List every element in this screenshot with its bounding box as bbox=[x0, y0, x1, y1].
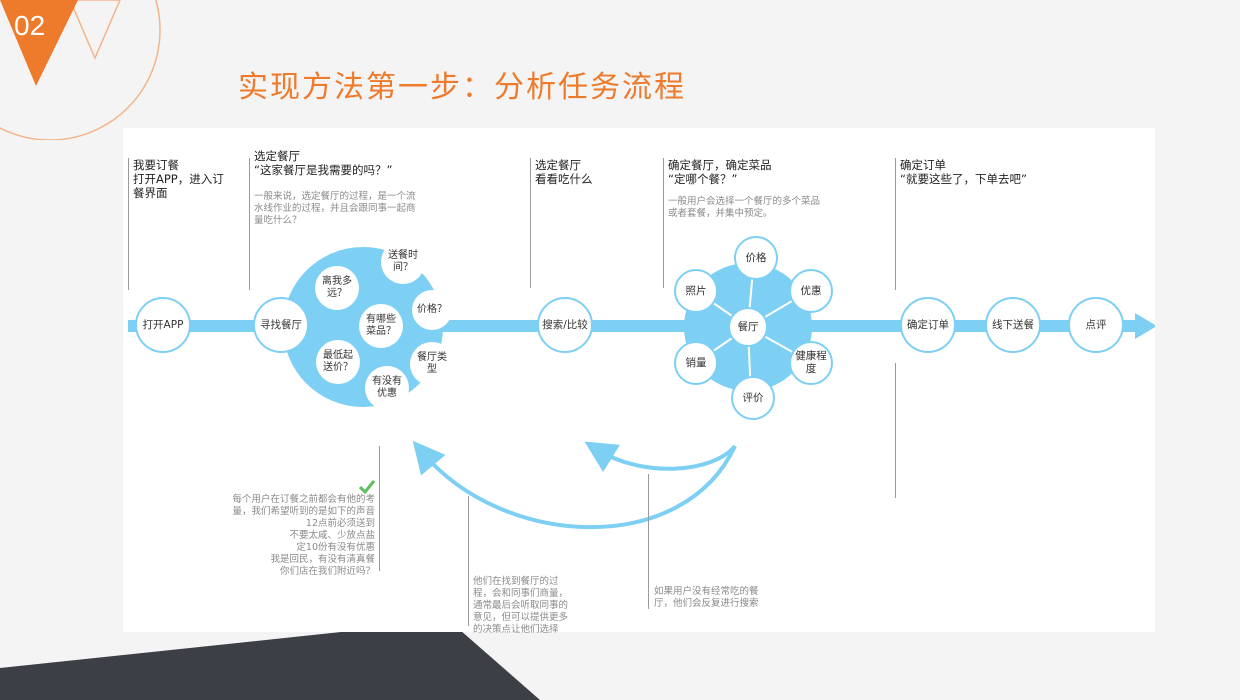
bottom-decoration bbox=[0, 630, 540, 700]
hex-item-rating: 评价 bbox=[731, 376, 775, 420]
separator-6 bbox=[895, 363, 896, 498]
separator-7 bbox=[379, 446, 380, 571]
separator-2 bbox=[249, 158, 250, 290]
node-open-app: 打开APP bbox=[135, 297, 191, 353]
node-offline-delivery: 线下送餐 bbox=[985, 297, 1041, 353]
note-select-process: 一般来说，选定餐厅的过程，是一个流水线作业的过程，并且会跟同事一起商量吃什么？ bbox=[254, 191, 416, 226]
hub-item-delivery-time: 送餐时间？ bbox=[381, 240, 425, 284]
separator-4 bbox=[663, 158, 664, 288]
node-review: 点评 bbox=[1068, 297, 1124, 353]
hub-item-min-price: 最低起送价？ bbox=[316, 340, 360, 384]
header-select-restaurant: 选定餐厅“这家餐厅是我需要的吗？” bbox=[254, 149, 393, 177]
corner-decoration bbox=[0, 0, 161, 140]
separator-1 bbox=[128, 158, 129, 290]
node-search-compare: 搜索/比较 bbox=[537, 297, 593, 353]
hex-item-sales: 销量 bbox=[674, 341, 718, 385]
hub-item-price: 价格？ bbox=[412, 290, 452, 330]
slide-number: 02 bbox=[14, 10, 46, 41]
hub-item-discount: 有没有优惠 bbox=[365, 366, 409, 410]
header-confirm-order: 确定订单“就要这些了，下单去吧” bbox=[900, 158, 1027, 186]
flow-diagram: 我要订餐打开APP，进入订餐界面 选定餐厅“这家餐厅是我需要的吗？” 选定餐厅看… bbox=[123, 128, 1155, 635]
return-arrow-small bbox=[584, 441, 737, 473]
node-find-restaurant: 寻找餐厅 bbox=[253, 297, 309, 353]
header-order: 我要订餐打开APP，进入订餐界面 bbox=[133, 158, 224, 200]
note-repeat-search: 如果用户没有经常吃的餐厅，他们会反复进行搜索 bbox=[654, 586, 759, 609]
page-title: 实现方法第一步：分析任务流程 bbox=[238, 70, 686, 105]
flow-arrow-head bbox=[1135, 313, 1155, 339]
header-confirm-dish: 确定餐厅，确定菜品“定哪个餐？” bbox=[668, 158, 772, 186]
hub-item-type: 餐厅类型 bbox=[410, 342, 454, 386]
separator-9 bbox=[648, 474, 649, 609]
hex-item-price: 价格 bbox=[734, 236, 778, 280]
return-arrow-large bbox=[412, 440, 737, 530]
hub-item-distance: 离我多远？ bbox=[315, 266, 359, 310]
hex-item-photo: 照片 bbox=[674, 269, 718, 313]
node-restaurant: 餐厅 bbox=[728, 307, 768, 347]
header-browse: 选定餐厅看看吃什么 bbox=[535, 158, 593, 186]
hex-item-health: 健康程度 bbox=[789, 341, 833, 385]
separator-5 bbox=[895, 158, 896, 290]
note-multi-dish: 一般用户会选择一个餐厅的多个菜品或者套餐，并集中预定。 bbox=[668, 196, 821, 219]
separator-3 bbox=[530, 158, 531, 288]
note-colleagues: 他们在找到餐厅的过程，会和同事们商量，通常最后会听取同事的 意见，但可以提供更多… bbox=[473, 576, 569, 635]
hex-item-discount: 优惠 bbox=[789, 269, 833, 313]
separator-8 bbox=[468, 496, 469, 626]
node-confirm-order: 确定订单 bbox=[900, 297, 956, 353]
check-icon bbox=[359, 480, 375, 494]
hub-item-dishes: 有哪些菜品？ bbox=[359, 304, 403, 348]
